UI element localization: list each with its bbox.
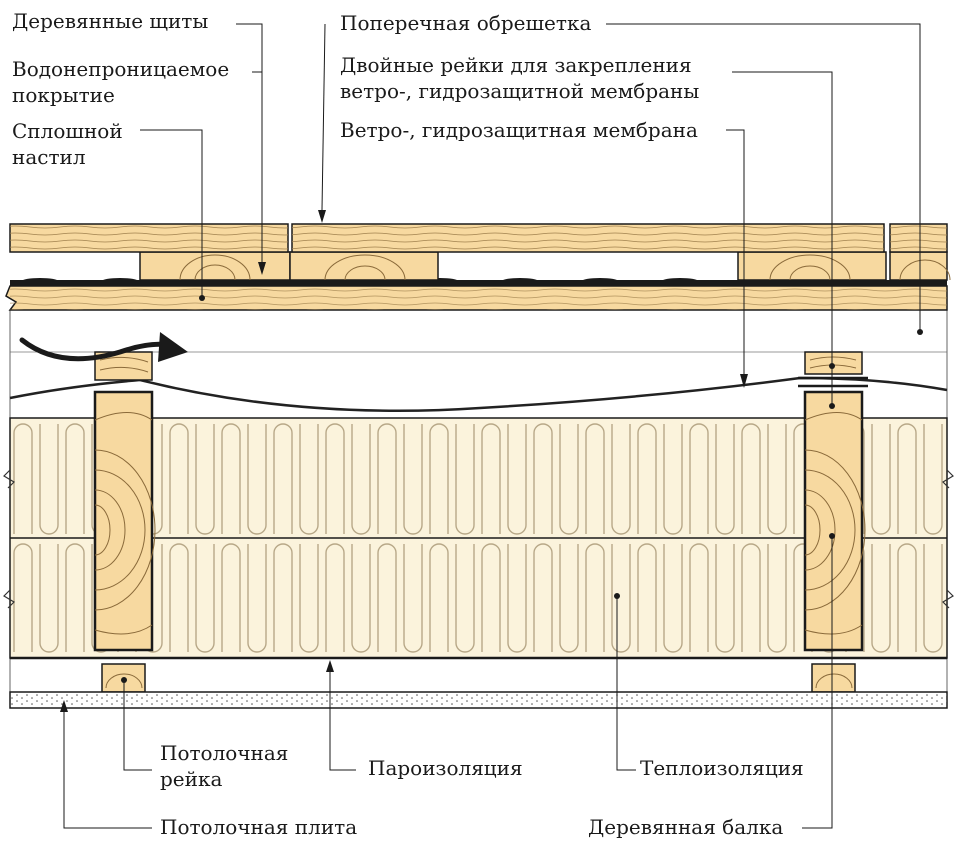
insulation-fiber [585, 543, 605, 652]
insulation-fiber [377, 543, 397, 652]
insulation-fiber [871, 544, 891, 653]
insulation-fiber [403, 424, 423, 535]
insulation-fiber [195, 544, 215, 653]
insulation-fiber [533, 543, 553, 652]
insulation-fiber [637, 423, 657, 534]
insulation-fiber [689, 543, 709, 652]
insulation-fiber [299, 544, 319, 653]
insulation-fiber [325, 543, 345, 652]
label-solid-deck: Сплошной настил [12, 118, 123, 170]
insulation-fiber [559, 544, 579, 653]
insulation-fiber [715, 544, 735, 653]
insulation-fiber [897, 423, 917, 534]
insulation-fiber [429, 423, 449, 534]
insulation-fiber [351, 424, 371, 535]
label-ceiling-batten-line2: рейка [160, 767, 223, 791]
label-wind-membrane: Ветро-, гидрозащитная мембрана [340, 118, 698, 142]
wood-beam-left [93, 390, 156, 652]
wooden-panels [9, 223, 948, 253]
insulation-fiber [429, 543, 449, 652]
label-ceiling-board: Потолочная плита [160, 815, 358, 839]
label-waterproof-covering: Водонепроницаемое покрытие [12, 56, 229, 108]
insulation-fiber [39, 544, 59, 653]
insulation-fiber [611, 424, 631, 535]
insulation-fiber [169, 423, 189, 534]
leader-arrowheads [60, 210, 748, 712]
label-insulation: Теплоизоляция [640, 756, 804, 780]
insulation-fiber [39, 424, 59, 535]
insulation-fiber [455, 544, 475, 653]
label-cross-battens: Поперечная обрешетка [340, 11, 592, 35]
insulation-fiber [897, 543, 917, 652]
ceiling-battens [101, 663, 856, 693]
insulation-fiber [637, 543, 657, 652]
label-ceiling-batten-line1: Потолочная [160, 741, 289, 765]
solid-deck [5, 285, 948, 311]
airflow-arrow-icon [19, 332, 188, 362]
insulation-fiber [65, 543, 85, 652]
insulation-layer [3, 417, 954, 659]
covering-bump [22, 278, 58, 284]
insulation-fiber [923, 544, 943, 653]
insulation-fiber [533, 423, 553, 534]
insulation-fiber [663, 544, 683, 653]
insulation-fiber [377, 423, 397, 534]
label-wood-panels: Деревянные щиты [12, 9, 209, 33]
covering-bump [662, 278, 698, 284]
insulation-fiber [585, 423, 605, 534]
insulation-fiber [13, 543, 33, 652]
insulation-fiber [65, 423, 85, 534]
insulation-fiber [221, 543, 241, 652]
insulation-fiber [169, 543, 189, 652]
cross-battens [139, 251, 951, 281]
insulation-fiber [273, 423, 293, 534]
insulation-fiber [221, 423, 241, 534]
insulation-fiber [273, 543, 293, 652]
label-double-battens-line1: Двойные рейки для закрепления [340, 53, 692, 77]
label-double-battens-line2: ветро-, гидрозащитной мембраны [340, 79, 700, 103]
insulation-fiber [247, 424, 267, 535]
label-wood-beam: Деревянная балка [588, 815, 784, 839]
insulation-fiber [689, 423, 709, 534]
counter-battens [94, 351, 863, 381]
insulation-fiber [767, 544, 787, 653]
insulation-fiber [481, 423, 501, 534]
insulation-fiber [767, 424, 787, 535]
insulation-fiber [871, 424, 891, 535]
double-battens [798, 376, 868, 388]
leader-dots [121, 295, 923, 683]
insulation-fiber [247, 544, 267, 653]
insulation-fiber [481, 543, 501, 652]
insulation-fiber [559, 424, 579, 535]
label-solid-deck-line2: настил [12, 145, 86, 169]
insulation-fiber [13, 423, 33, 534]
insulation-fiber [741, 423, 761, 534]
insulation-fiber [507, 544, 527, 653]
label-vapor-barrier: Пароизоляция [368, 756, 523, 780]
insulation-fiber [325, 423, 345, 534]
ceiling-board [9, 691, 948, 709]
insulation-fiber [195, 424, 215, 535]
insulation-fiber [455, 424, 475, 535]
wood-beam-right [803, 390, 866, 652]
insulation-fiber [299, 424, 319, 535]
leader-lines [63, 23, 921, 829]
insulation-fiber [403, 544, 423, 653]
covering-bump [582, 278, 618, 284]
insulation-fiber [715, 424, 735, 535]
label-waterproof-line1: Водонепроницаемое [12, 57, 230, 81]
label-waterproof-line2: покрытие [12, 83, 115, 107]
insulation-fiber [611, 544, 631, 653]
covering-bump [102, 278, 138, 284]
label-solid-deck-line1: Сплошной [12, 119, 123, 143]
insulation-fiber [923, 424, 943, 535]
insulation-fiber [351, 544, 371, 653]
label-ceiling-batten: Потолочная рейка [160, 740, 288, 792]
label-double-battens: Двойные рейки для закрепления ветро-, ги… [340, 52, 699, 104]
insulation-fiber [741, 543, 761, 652]
covering-bump [502, 278, 538, 284]
insulation-fiber [507, 424, 527, 535]
insulation-fiber [663, 424, 683, 535]
